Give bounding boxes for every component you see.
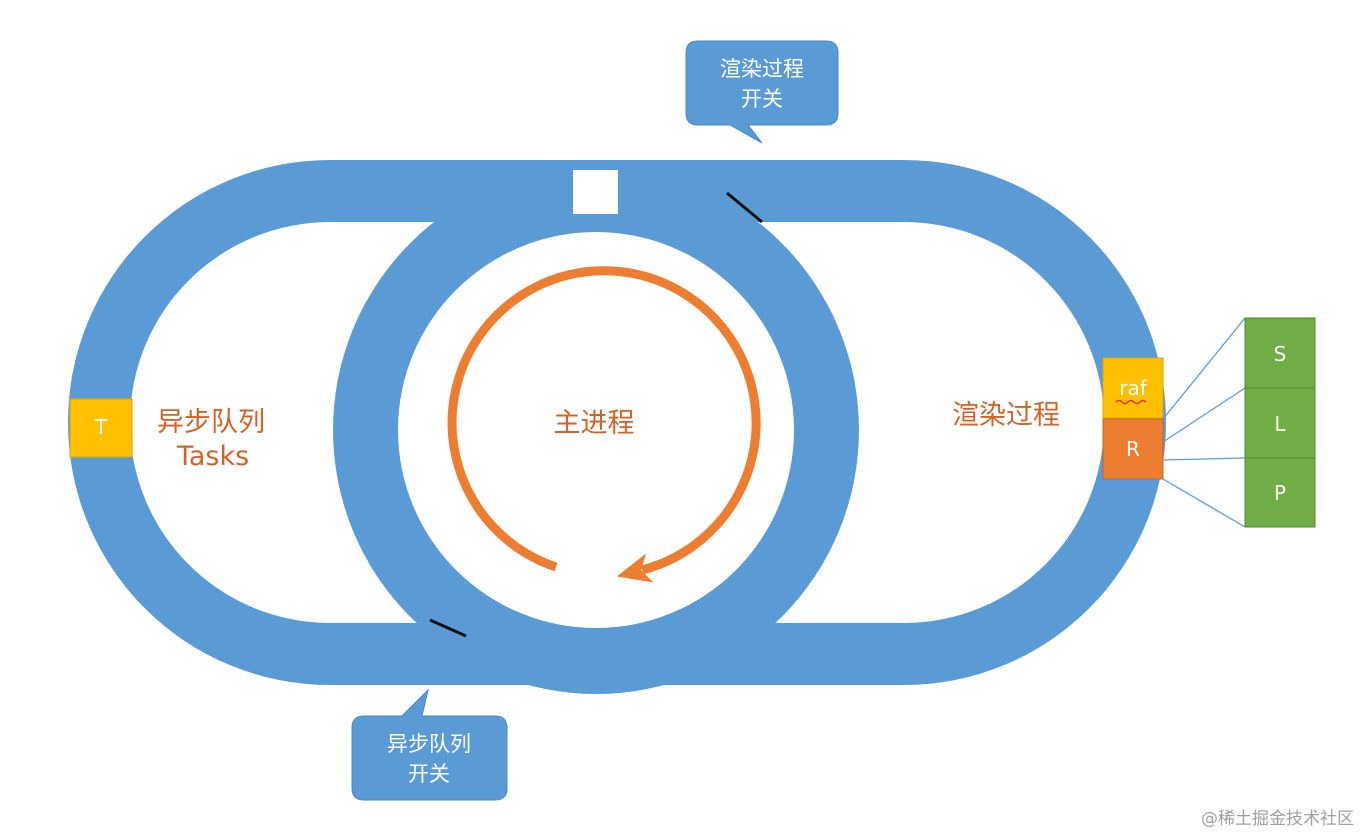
render-process-label: 渲染过程 xyxy=(952,400,1060,431)
render-switch-callout: 渲染过程 开关 xyxy=(685,40,839,144)
render-switch-text-line1: 渲染过程 xyxy=(720,57,804,81)
async-switch-mark xyxy=(429,618,467,638)
render-box: R xyxy=(1102,418,1164,480)
render-step-connectors xyxy=(1162,317,1246,528)
async-switch-text-line2: 开关 xyxy=(408,762,450,786)
task-box-label: T xyxy=(94,415,108,439)
async-tasks-label: Tasks xyxy=(176,441,249,472)
async-switch-text-line1: 异步队列 xyxy=(387,732,471,756)
watermark-text: @稀土掘金技术社区 xyxy=(1201,809,1354,829)
step-box-l xyxy=(1244,387,1316,459)
step-box-s xyxy=(1244,317,1316,389)
step-box-p xyxy=(1244,457,1316,528)
step-label-s: S xyxy=(1274,342,1287,366)
render-steps: S L P xyxy=(1244,317,1316,528)
render-box-label: R xyxy=(1126,437,1140,461)
render-switch-text-line2: 开关 xyxy=(741,87,783,111)
async-queue-label: 异步队列 xyxy=(157,407,265,438)
step-label-l: L xyxy=(1274,412,1286,436)
async-switch-callout: 异步队列 开关 xyxy=(351,688,508,801)
step-label-p: P xyxy=(1274,481,1286,505)
main-process-arrow xyxy=(447,266,761,583)
top-gap-box xyxy=(573,170,618,214)
main-process-label: 主进程 xyxy=(554,408,635,439)
raf-spellcheck-underline xyxy=(1115,399,1147,405)
track-switch-marks xyxy=(429,191,763,638)
raf-box: raf xyxy=(1102,357,1164,419)
raf-box-label: raf xyxy=(1119,376,1147,400)
task-box: T xyxy=(69,398,133,458)
render-switch-mark xyxy=(726,191,763,224)
